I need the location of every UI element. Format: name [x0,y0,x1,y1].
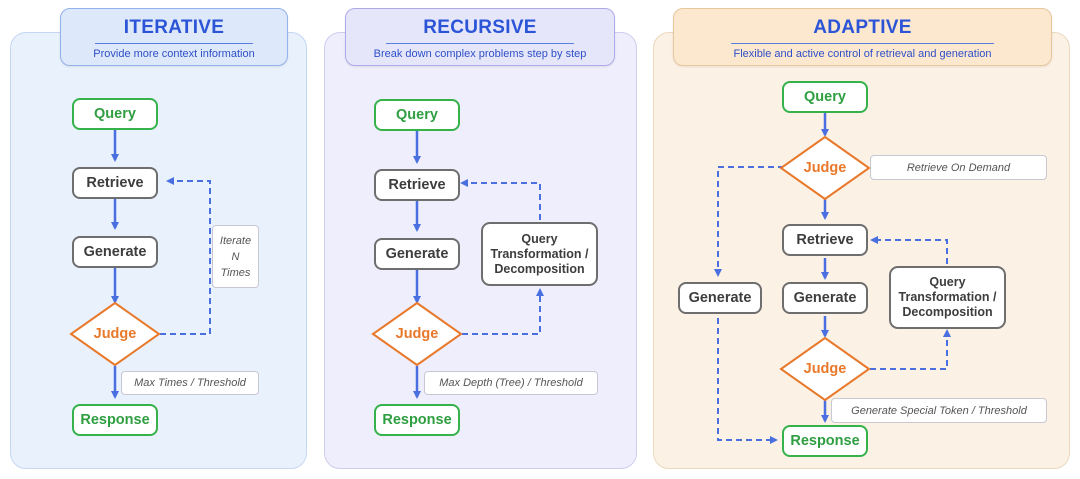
response-node: Response [374,404,460,436]
stop-condition-note: Max Times / Threshold [121,371,259,395]
stop-condition-note: Max Depth (Tree) / Threshold [424,371,598,395]
generate-left-node: Generate [678,282,762,314]
query-node: Query [72,98,158,130]
judge-label: Judge [803,160,847,176]
arrow-transform-to-retrieve [460,179,541,220]
iterate-n-times-note: Iterate N Times [212,225,259,288]
judge-diamond [779,336,871,402]
recursive-subtitle: Break down complex problems step by step [373,48,587,60]
judge-diamond [69,301,161,367]
header-divider [386,43,574,44]
generate-node: Generate [782,282,868,314]
generate-node: Generate [72,236,158,268]
adaptive-subtitle: Flexible and active control of retrieval… [733,48,992,60]
recursive-header: RECURSIVE Break down complex problems st… [345,8,615,66]
retrieve-node: Retrieve [782,224,868,256]
arrow-judge-to-transform [870,329,951,370]
arrow-transform-to-retrieve [870,236,948,264]
query-transformation-node: Query Transformation / Decomposition [481,222,598,286]
iterative-header: ITERATIVE Provide more context informati… [60,8,288,66]
retrieve-node: Retrieve [72,167,158,199]
adaptive-header: ADAPTIVE Flexible and active control of … [673,8,1052,66]
note-line: Times [220,266,251,279]
query-node: Query [374,99,460,131]
iterate-loop-arrow [160,177,211,335]
judge-label: Judge [93,326,137,342]
iterative-title: ITERATIVE [123,17,225,38]
arrow-judge-to-transform [462,288,544,335]
stop-condition-note: Generate Special Token / Threshold [831,398,1047,423]
header-divider [730,43,995,44]
iterative-subtitle: Provide more context information [93,48,255,60]
judge-diamond [779,135,871,201]
generate-node: Generate [374,238,460,270]
judge-label: Judge [803,361,847,377]
transform-line: Decomposition [494,261,585,276]
note-line: N [231,250,240,263]
response-node: Response [72,404,158,436]
arrow-judge-to-generate-left [714,166,784,277]
judge-label: Judge [395,326,439,342]
retrieve-on-demand-note: Retrieve On Demand [870,155,1047,180]
arrow-generate-left-to-response [717,318,778,444]
header-divider [94,43,254,44]
query-node: Query [782,81,868,113]
note-line: Iterate [219,234,252,247]
query-transformation-node: Query Transformation / Decomposition [889,266,1006,329]
response-node: Response [782,425,868,457]
recursive-title: RECURSIVE [423,17,537,38]
adaptive-title: ADAPTIVE [813,17,912,38]
retrieve-node: Retrieve [374,169,460,201]
transform-line: Decomposition [902,305,993,319]
transform-line: Query [929,275,966,289]
transform-line: Transformation / [898,290,997,304]
judge-diamond [371,301,463,367]
transform-line: Transformation / [490,246,589,261]
transform-line: Query [521,231,558,246]
